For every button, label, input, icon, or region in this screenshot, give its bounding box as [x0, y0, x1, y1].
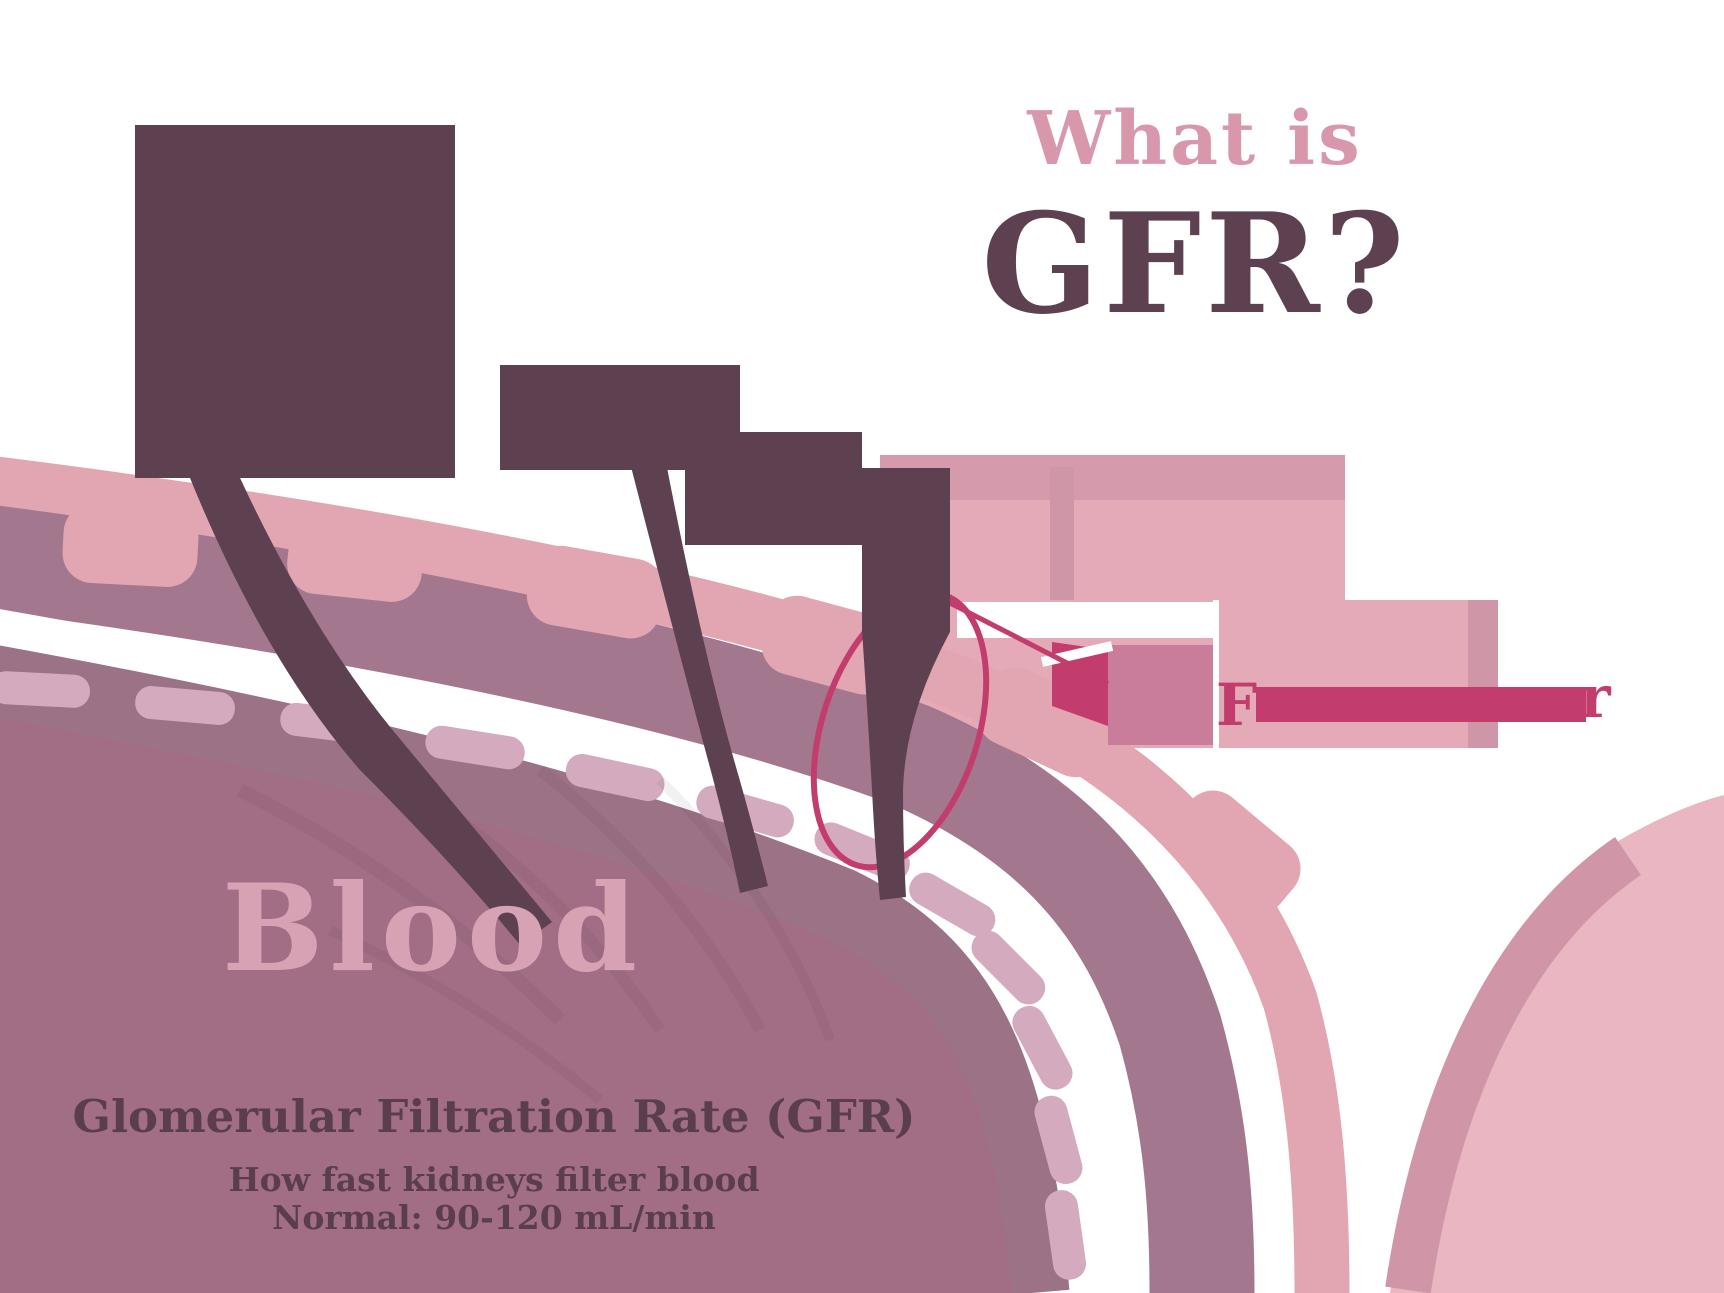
- pink-strip-right: [1468, 600, 1498, 748]
- fenestration-dash: [1044, 1190, 1087, 1280]
- bottom-right-tissue-blob: [1385, 795, 1724, 1293]
- white-sliver: [1213, 600, 1219, 748]
- white-notch: [957, 602, 1217, 638]
- leader-claw-3: [862, 630, 950, 900]
- redacted-label-box-1: [135, 125, 455, 478]
- fenestration-dash: [971, 930, 1046, 1005]
- fenestration-dash: [425, 725, 525, 770]
- dark-label-boxes: [135, 125, 950, 945]
- leader-claw-1: [175, 438, 552, 945]
- annotation-last-letter: r: [1580, 663, 1611, 731]
- wedge-white-slash: [1040, 641, 1114, 667]
- annotation-first-letter: F: [1216, 671, 1258, 739]
- caption-subline-1: How fast kidneys filter blood: [228, 1160, 760, 1199]
- title-line-1: What is: [1027, 96, 1363, 182]
- podocyte-scallop-band: [0, 505, 1255, 1293]
- pink-strip-left: [1050, 467, 1074, 600]
- caption-subline-2: Normal: 90-120 mL/min: [272, 1198, 716, 1237]
- annotation-leader-line: [946, 599, 1110, 687]
- right-block-overlays: [957, 600, 1498, 748]
- fenestration-dash-row: [0, 671, 1087, 1280]
- pink-block-top-band: [880, 455, 1345, 500]
- podocyte-foot: [62, 503, 199, 587]
- podocyte-foot: [1170, 790, 1301, 915]
- fenestration-dash: [0, 671, 91, 708]
- caption-heading: Glomerular Filtration Rate (GFR): [72, 1090, 916, 1143]
- fenestration-dash: [1012, 1005, 1073, 1090]
- medium-pink-block: [1108, 645, 1215, 745]
- podocyte-foot: [526, 545, 665, 639]
- fenestration-dash: [565, 753, 665, 802]
- fenestration-dash: [1034, 1095, 1083, 1185]
- tissue-blob-crescent: [1385, 836, 1642, 1293]
- leader-claw-2: [628, 452, 768, 893]
- redacted-label-box-4: [862, 468, 950, 632]
- tissue-blob-shape: [1390, 795, 1724, 1293]
- endothelium-band: [0, 645, 1070, 1293]
- title-line-2: GFR?: [981, 182, 1409, 345]
- annotation-highlight-bar: [1256, 687, 1586, 722]
- blood-label: Blood: [222, 858, 643, 999]
- fenestration-dash: [909, 872, 996, 937]
- fenestration-dash: [135, 686, 235, 725]
- podocyte-foot: [287, 514, 424, 602]
- blood-lumen-region: [0, 718, 1012, 1293]
- redacted-label-box-3: [685, 432, 862, 545]
